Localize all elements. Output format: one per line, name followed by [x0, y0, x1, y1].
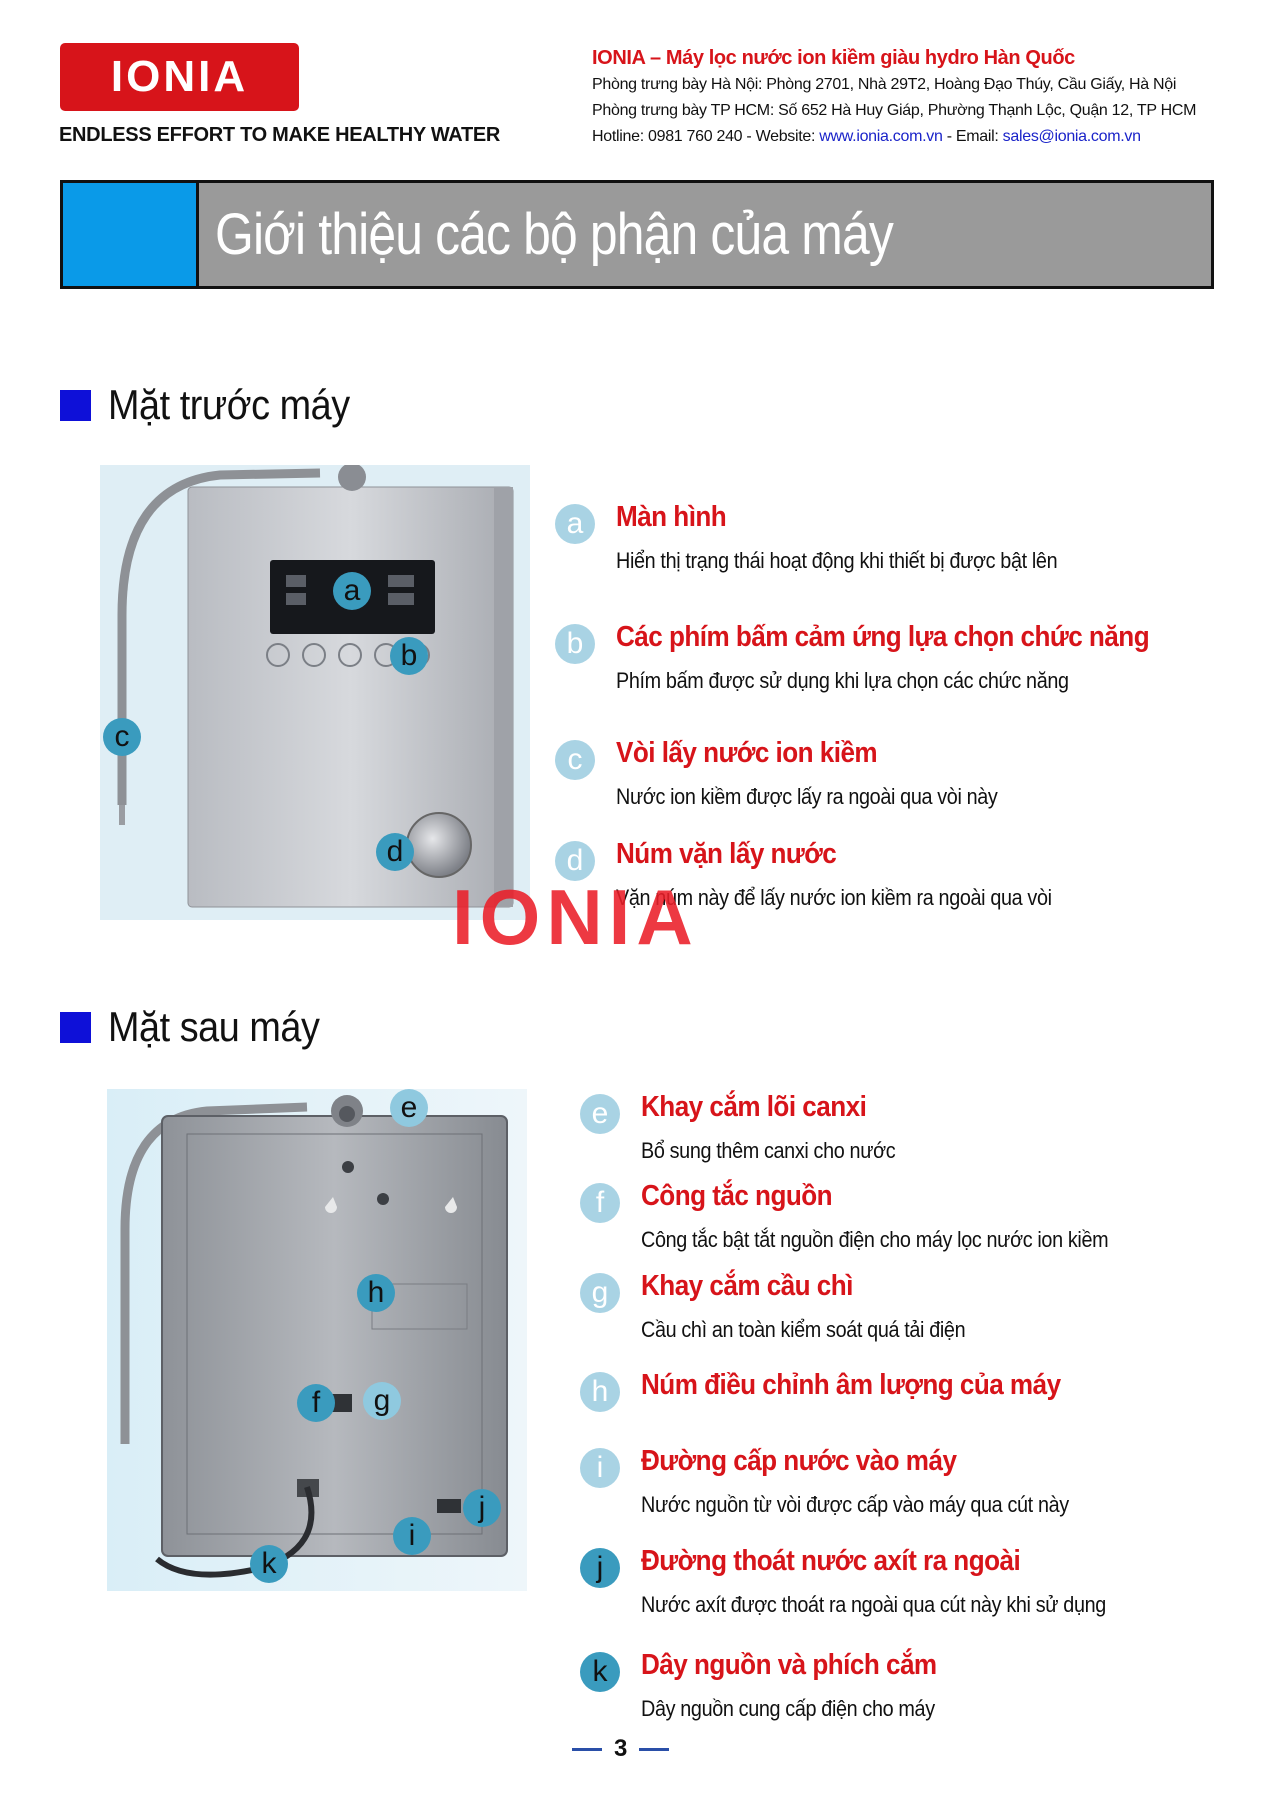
item-desc: Nước nguồn từ vòi được cấp vào máy qua c… — [641, 1492, 1069, 1517]
badge-d: d — [555, 841, 595, 881]
front-heading-text: Mặt trước máy — [108, 381, 350, 428]
item-desc: Phím bấm được sử dụng khi lựa chọn các c… — [616, 668, 1069, 693]
hotline-line: Hotline: 0981 760 240 - Website: www.ion… — [592, 124, 1212, 150]
item-title: Công tắc nguồn — [641, 1180, 833, 1212]
hotline-label: Hotline: 0981 760 240 - Website: — [592, 128, 820, 145]
badge-k: k — [580, 1652, 620, 1692]
back-section-heading: Mặt sau máy — [60, 1003, 343, 1051]
marker-c: c — [103, 718, 141, 756]
badge-e: e — [580, 1094, 620, 1134]
item-title: Các phím bấm cảm ứng lựa chọn chức năng — [616, 621, 1150, 653]
item-title: Khay cắm lõi canxi — [641, 1091, 867, 1123]
marker-i: i — [393, 1517, 431, 1555]
showroom-hcm: Phòng trưng bày TP HCM: Số 652 Hà Huy Gi… — [592, 102, 1197, 119]
badge-c: c — [555, 740, 595, 780]
item-desc: Cầu chì an toàn kiểm soát quá tải điện — [641, 1317, 966, 1342]
page-number-text: 3 — [614, 1735, 628, 1762]
marker-e: e — [390, 1089, 428, 1127]
page-title: Giới thiệu các bộ phận của máy — [215, 202, 894, 267]
email-label: - Email: — [942, 128, 1003, 145]
item-title: Đường thoát nước axít ra ngoài — [641, 1545, 1021, 1577]
item-title: Màn hình — [616, 501, 727, 533]
item-title: Khay cắm cầu chì — [641, 1270, 853, 1302]
ionia-logo: IONIA — [60, 43, 299, 111]
marker-d: d — [376, 833, 414, 871]
badge-g: g — [580, 1273, 620, 1313]
page-number-dash-right — [639, 1747, 670, 1751]
badge-a: a — [555, 504, 595, 544]
showroom-hanoi: Phòng trưng bày Hà Nội: Phòng 2701, Nhà … — [592, 76, 1177, 93]
item-title: Núm vặn lấy nước — [616, 838, 837, 870]
badge-i: i — [580, 1448, 620, 1488]
item-title: Đường cấp nước vào máy — [641, 1445, 957, 1477]
marker-a: a — [333, 572, 371, 610]
badge-j: j — [580, 1548, 620, 1588]
item-title: Vòi lấy nước ion kiềm — [616, 737, 878, 769]
website-link[interactable]: www.ionia.com.vn — [819, 128, 943, 145]
square-bullet-icon — [60, 389, 91, 421]
page-number-dash-left — [572, 1747, 602, 1751]
marker-j: j — [463, 1489, 501, 1527]
back-machine-image: e h f g j i k — [107, 1089, 527, 1591]
marker-f: f — [297, 1384, 335, 1422]
front-section-heading: Mặt trước máy — [60, 381, 377, 429]
company-title: IONIA – Máy lọc nước ion kiềm giàu hydro… — [592, 47, 1075, 69]
contact-block: IONIA – Máy lọc nước ion kiềm giàu hydro… — [592, 44, 1212, 150]
marker-h: h — [357, 1274, 395, 1312]
item-desc: Nước ion kiềm được lấy ra ngoài qua vòi … — [616, 784, 998, 809]
tagline: ENDLESS EFFORT TO MAKE HEALTHY WATER — [59, 124, 501, 146]
item-desc: Dây nguồn cung cấp điện cho máy — [641, 1696, 935, 1721]
square-bullet-icon — [60, 1011, 91, 1043]
email-link[interactable]: sales@ionia.com.vn — [1002, 128, 1141, 145]
item-desc: Vặn núm này để lấy nước ion kiềm ra ngoà… — [616, 885, 1052, 910]
item-desc: Nước axít được thoát ra ngoài qua cút nà… — [641, 1592, 1106, 1617]
ionia-watermark: IONIA — [452, 873, 699, 961]
banner-accent-block — [63, 183, 199, 286]
marker-k: k — [250, 1545, 288, 1583]
badge-b: b — [555, 624, 595, 664]
badge-f: f — [580, 1183, 620, 1223]
marker-b: b — [390, 637, 428, 675]
item-desc: Bổ sung thêm canxi cho nước — [641, 1138, 896, 1163]
item-title: Dây nguồn và phích cắm — [641, 1649, 937, 1681]
page-number: 3 — [572, 1735, 670, 1763]
front-machine-illustration — [100, 463, 530, 920]
front-machine-image: a b c d — [100, 463, 530, 920]
back-machine-illustration — [120, 1095, 508, 1578]
back-heading-text: Mặt sau máy — [108, 1003, 320, 1050]
item-desc: Hiển thị trạng thái hoạt động khi thiết … — [616, 548, 1058, 573]
marker-g: g — [363, 1382, 401, 1420]
title-banner: Giới thiệu các bộ phận của máy — [60, 180, 1214, 289]
item-title: Núm điều chỉnh âm lượng của máy — [641, 1369, 1061, 1401]
item-desc: Công tắc bật tắt nguồn điện cho máy lọc … — [641, 1227, 1109, 1252]
badge-h: h — [580, 1372, 620, 1412]
